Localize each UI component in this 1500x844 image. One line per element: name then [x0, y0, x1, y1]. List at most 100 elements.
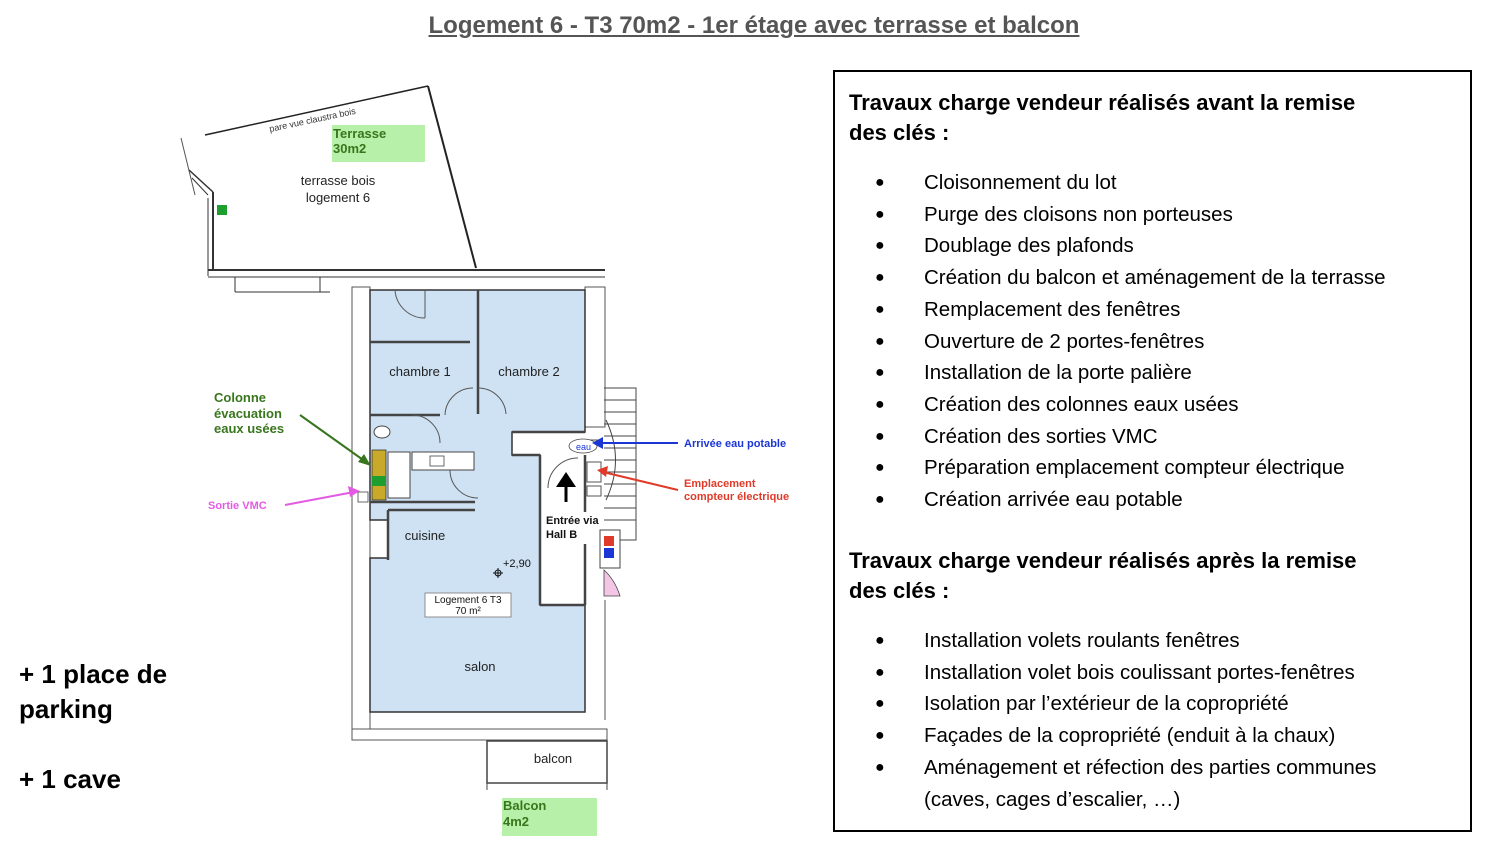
- before-works-list: ● Cloisonnement du lot ● Purge des cloison…: [835, 167, 1465, 516]
- list-item: ● Création arrivée eau potable: [835, 484, 1465, 516]
- right-side-walls: [586, 439, 606, 720]
- extra-parking-line1: + 1 place de: [19, 659, 168, 689]
- bullet-icon: ●: [875, 300, 885, 318]
- list-item-continuation: (caves, cages d’escalier, …): [835, 784, 1465, 816]
- terrace-area: [180, 85, 605, 293]
- room-salon: salon: [464, 659, 495, 674]
- extra-cave: + 1 cave: [19, 764, 121, 794]
- list-item: ● Purge des cloisons non porteuses: [835, 199, 1465, 231]
- list-item: ●Préparation emplacement compteur électr…: [835, 452, 1465, 484]
- eau-small-label: eau: [576, 442, 591, 452]
- landing-block: [599, 529, 621, 597]
- list-item-text: Préparation emplacement compteur électri…: [924, 456, 1345, 480]
- after-heading-line1: Travaux charge vendeur réalisés après la…: [849, 548, 1357, 573]
- balcon-area: 4m2: [503, 814, 529, 829]
- terrace-desc-1: terrasse bois: [301, 173, 376, 188]
- terrace-desc-2: logement 6: [306, 190, 370, 205]
- terrace-label: Terrasse: [333, 126, 386, 141]
- bullet-icon: ●: [875, 663, 885, 681]
- ceiling-height: +2,90: [503, 558, 531, 570]
- before-heading-line1: Travaux charge vendeur réalisés avant la…: [849, 90, 1356, 115]
- works-panel: Travaux charge vendeur réalisés avant la…: [833, 70, 1472, 832]
- list-item-text: Création arrivée eau potable: [924, 488, 1183, 512]
- room-chambre1: chambre 1: [389, 364, 450, 379]
- list-item-text: (caves, cages d’escalier, …): [924, 787, 1181, 811]
- list-item: ● Installation volets roulants fenêtres: [835, 625, 1465, 657]
- list-item: ●Ouverture de 2 portes-fenêtres: [835, 326, 1465, 358]
- bullet-icon: ●: [875, 695, 885, 713]
- emplacement-arrow: [597, 466, 679, 491]
- list-item-text: Création des sorties VMC: [924, 424, 1158, 448]
- logement-label-box: [424, 592, 512, 618]
- colonne-label-3: eaux usées: [214, 421, 284, 436]
- bullet-icon: ●: [875, 205, 885, 223]
- list-item-text: Création du balcon et aménagement de la …: [924, 266, 1386, 290]
- bullet-icon: ●: [875, 491, 885, 509]
- eau-marker: [568, 438, 598, 454]
- list-item: ● Création des sorties VMC: [835, 421, 1465, 453]
- bathroom: [357, 425, 475, 503]
- terrace-green-marker: [217, 205, 227, 215]
- staircase: [604, 387, 637, 541]
- sortie-vmc-arrow: [284, 486, 360, 506]
- colonne-label-1: Colonne: [214, 390, 266, 405]
- room-cuisine: cuisine: [405, 528, 445, 543]
- bullet-icon: ●: [875, 332, 885, 350]
- balcony-area: [486, 740, 608, 790]
- balcon-label-bg: [502, 798, 597, 836]
- list-item: ● Façades de la copropriété (enduit à la …: [835, 720, 1465, 752]
- entry-arrow: [556, 472, 576, 502]
- list-item: ● Installation volet bois coulissant port…: [835, 657, 1465, 689]
- sortie-vmc-label: Sortie VMC: [208, 500, 267, 512]
- emplacement-label-2: compteur électrique: [684, 491, 789, 503]
- emplacement-label-1: Emplacement: [684, 478, 756, 490]
- page-title: Logement 6 - T3 70m2 - 1er étage avec te…: [428, 12, 1080, 39]
- list-item: ● Cloisonnement du lot: [835, 167, 1465, 199]
- list-item: ● Doublage des plafonds: [835, 230, 1465, 262]
- entry-label-1: Entrée via: [546, 515, 599, 527]
- extra-parking-line2: parking: [19, 694, 113, 724]
- bullet-icon: ●: [875, 727, 885, 745]
- after-works-list: ● Installation volets roulants fenêtres ●…: [835, 625, 1465, 815]
- entry-label-2: Hall B: [546, 529, 577, 541]
- before-heading-line2: des clés :: [849, 120, 950, 145]
- bullet-icon: ●: [875, 269, 885, 287]
- list-item: ● Isolation par l’extérieur de la copropr…: [835, 688, 1465, 720]
- terrace-label-bg: [332, 125, 425, 162]
- floor-plan: Terrasse 30m2 pare vue claustra bois ter…: [180, 85, 789, 836]
- list-item: ● Aménagement et réfection des parties co…: [835, 752, 1465, 784]
- entry-label-bg: [544, 512, 596, 544]
- room-chambre2: chambre 2: [498, 364, 559, 379]
- room-balcon: balcon: [534, 751, 572, 766]
- list-item: ● Création du balcon et aménagement de la…: [835, 262, 1465, 294]
- logement-area: 70 m²: [455, 606, 481, 617]
- bullet-icon: ●: [875, 174, 885, 191]
- bullet-icon: ●: [875, 632, 885, 649]
- door-swings: [394, 289, 579, 499]
- arrivee-eau-arrow: [592, 437, 678, 449]
- terrace-area-label: 30m2: [333, 141, 366, 156]
- logement-label: Logement 6 T3: [434, 595, 502, 606]
- list-item-text: Isolation par l’extérieur de la copropri…: [924, 692, 1289, 716]
- list-item-text: Remplacement des fenêtres: [924, 297, 1181, 321]
- list-item: ● Remplacement des fenêtres: [835, 294, 1465, 326]
- bullet-icon: ●: [875, 364, 885, 382]
- list-item-text: Installation volets roulants fenêtres: [924, 629, 1240, 652]
- bullet-icon: ●: [875, 758, 885, 776]
- list-item-text: Création des colonnes eaux usées: [924, 392, 1239, 416]
- list-item: ● Création des colonnes eaux usées: [835, 389, 1465, 421]
- list-item-text: Installation volet bois coulissant porte…: [924, 660, 1355, 684]
- balcon-label: Balcon: [503, 798, 546, 813]
- bullet-icon: ●: [875, 427, 885, 445]
- bullet-icon: ●: [875, 237, 885, 255]
- building-walls: [351, 286, 608, 741]
- list-item-text: Façades de la copropriété (enduit à la c…: [924, 724, 1336, 748]
- list-item-text: Doublage des plafonds: [924, 234, 1134, 258]
- height-marker-icon: [493, 568, 503, 578]
- list-item-text: Cloisonnement du lot: [924, 171, 1117, 194]
- list-item-text: Aménagement et réfection des parties com…: [924, 755, 1377, 779]
- after-heading-line2: des clés :: [849, 578, 950, 603]
- bullet-icon: ●: [875, 395, 885, 413]
- arrivee-eau-label: Arrivée eau potable: [684, 438, 786, 450]
- list-item-text: Purge des cloisons non porteuses: [924, 202, 1233, 226]
